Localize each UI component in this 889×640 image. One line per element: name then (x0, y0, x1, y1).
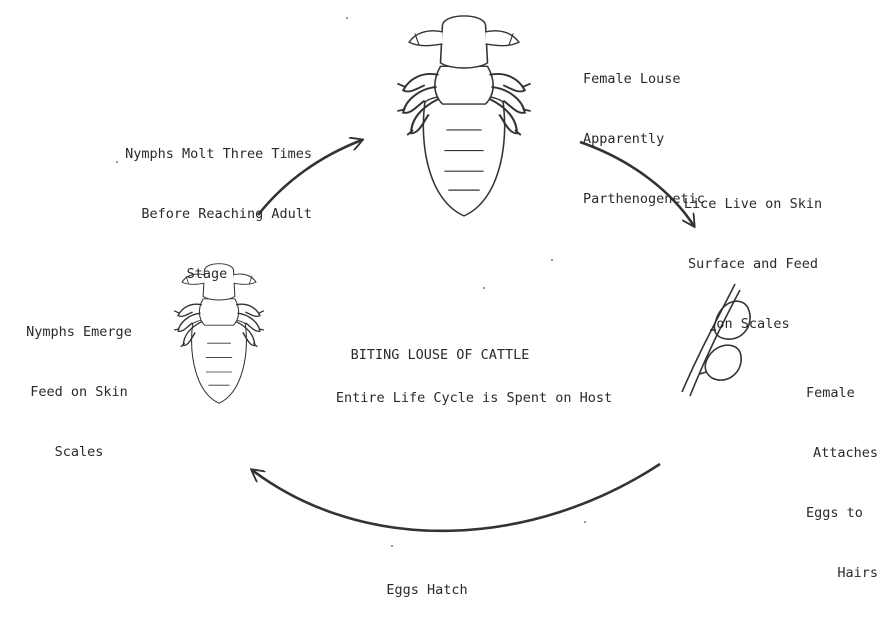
label-line: Apparently (583, 129, 705, 149)
adult-louse-icon (397, 16, 530, 216)
label-line: Attaches (788, 443, 878, 463)
label-hatching: Eggs Hatch (372, 540, 482, 640)
label-line: Eggs Hatch (372, 580, 482, 600)
label-nymph-emergence: Nymphs Emerge Feed on Skin Scales (4, 282, 154, 502)
label-line: Before Reaching Adult (82, 204, 312, 224)
label-line: Scales (4, 442, 154, 462)
label-line: Stage (82, 264, 312, 284)
diagram-title: BITING LOUSE OF CATTLE (324, 345, 556, 365)
label-feeding: Lice Live on Skin Surface and Feed on Sc… (654, 154, 852, 374)
label-line: Surface and Feed (654, 254, 852, 274)
life-cycle-diagram: Female Louse Apparently Parthenogenetic … (0, 0, 889, 562)
label-line: Female (788, 383, 878, 403)
label-line: Eggs to (788, 503, 878, 523)
label-line: Feed on Skin (4, 382, 154, 402)
label-line: Hairs (788, 563, 878, 583)
label-line: Lice Live on Skin (654, 194, 852, 214)
diagram-subtitle: Entire Life Cycle is Spent on Host (288, 388, 660, 408)
label-line: Nymphs Molt Three Times (82, 144, 312, 164)
label-line: on Scales (654, 314, 852, 334)
label-egg-laying: Female Attaches Eggs to Hairs (788, 343, 878, 623)
arrow-to-nymph (252, 464, 660, 531)
label-line: Nymphs Emerge (4, 322, 154, 342)
label-line: Female Louse (583, 69, 705, 89)
